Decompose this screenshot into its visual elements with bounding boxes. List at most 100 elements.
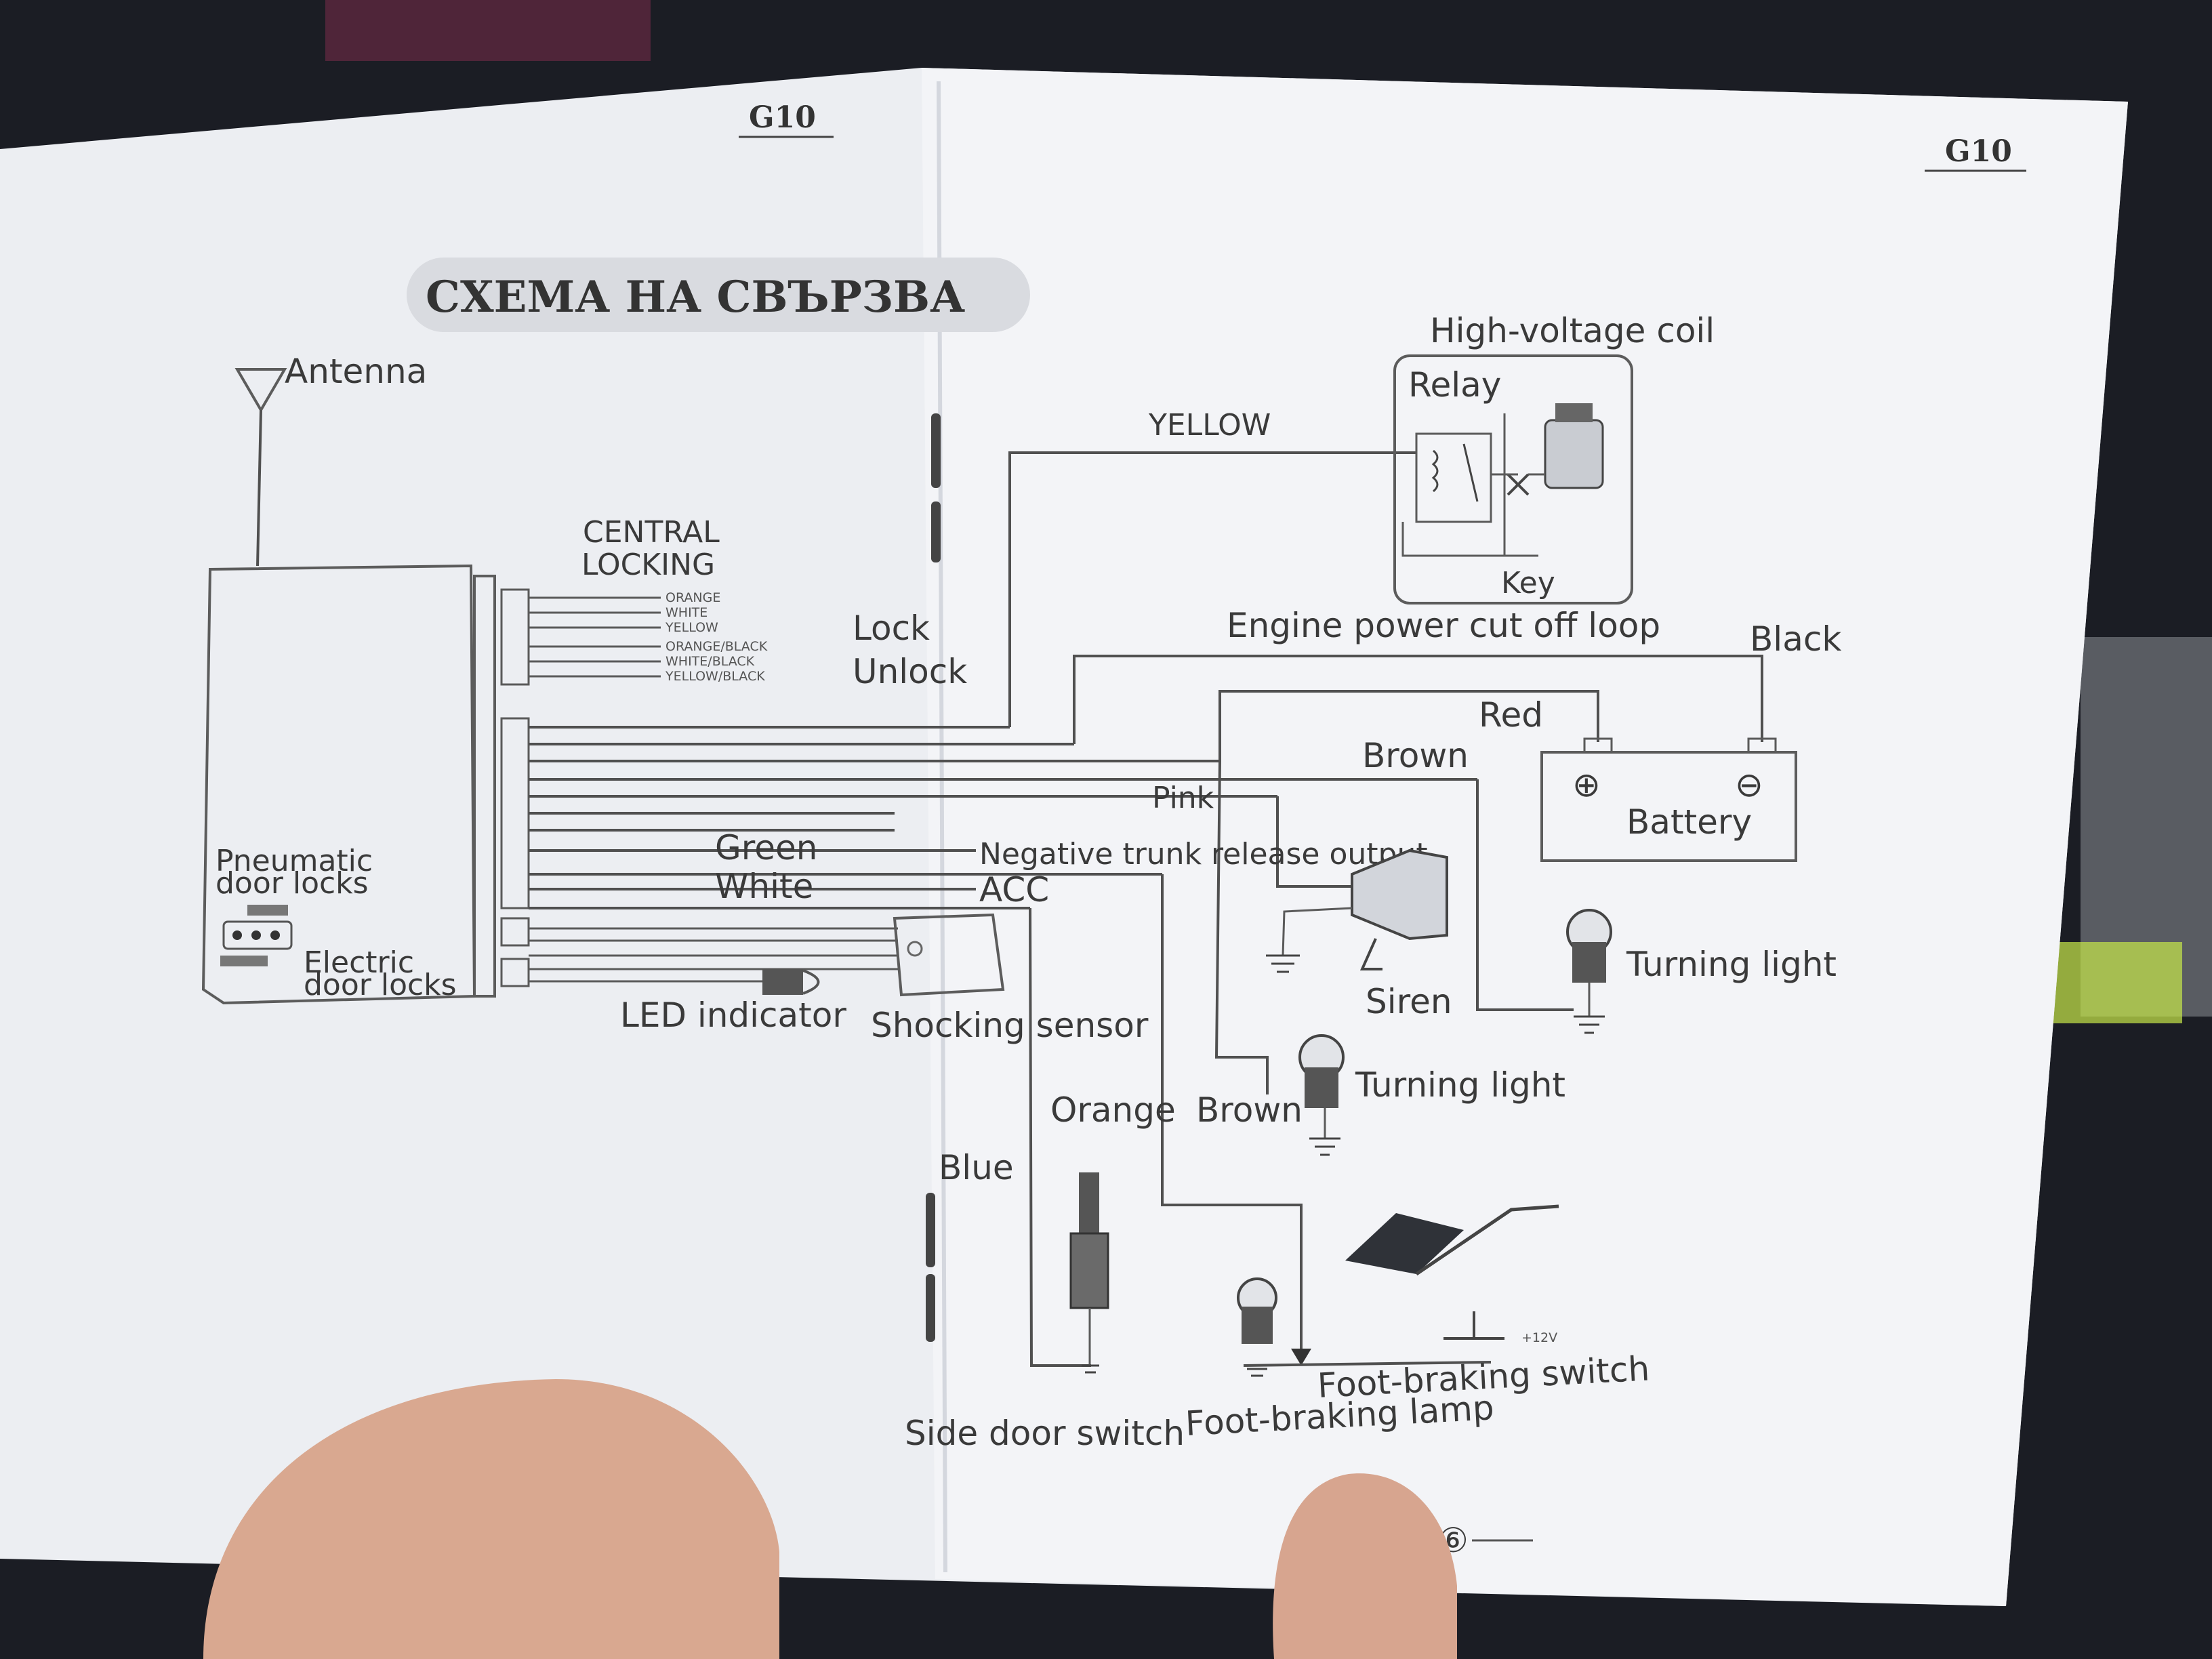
relay-body-icon [1415, 432, 1492, 523]
relay-switch-icon [1462, 443, 1479, 502]
wire-black-to-battery [1073, 655, 1763, 744]
brake-pedal-icon [1345, 1213, 1464, 1274]
foot-brake-wire [1243, 1361, 1492, 1367]
negative-trunk-label: Negative trunk release output [979, 837, 1428, 872]
green-label: Green [715, 828, 817, 867]
unlock-label: Unlock [853, 652, 967, 691]
battery-negative-terminal [1747, 737, 1777, 754]
header-left: G10 [749, 100, 816, 135]
led-indicator-icon [762, 969, 803, 995]
brown-top-label: Brown [1362, 736, 1469, 775]
turning-light-mid-base-icon [1305, 1067, 1338, 1108]
red-label: Red [1479, 695, 1543, 735]
ignition-coil-icon [1544, 419, 1604, 489]
side-door-switch-label: Side door switch [905, 1414, 1185, 1453]
siren-bracket-icon [1359, 938, 1382, 970]
central-locking-label-line2: LOCKING [581, 548, 715, 582]
wire-yellow-to-relay [1008, 451, 1416, 727]
lock-wire-label-2: WHITE [665, 605, 708, 620]
ignition-coil-top-icon [1555, 403, 1593, 422]
pneumatic-jumper-icon [247, 905, 288, 916]
relay-group-box [1393, 354, 1633, 605]
title-banner [407, 258, 1030, 332]
siren-label: Siren [1366, 982, 1452, 1021]
jumper-block [222, 920, 293, 950]
battery-positive-terminal [1583, 737, 1613, 754]
turning-light-mid-ground-icon [1309, 1137, 1340, 1156]
lock-wire-label-5: WHITE/BLACK [665, 654, 755, 669]
turning-light-right-base-icon [1572, 942, 1606, 983]
pneumatic-label-line1: Pneumatic [216, 844, 373, 878]
connector-sensor [500, 958, 530, 987]
foot-brake-lamp-ground-icon [1247, 1368, 1267, 1377]
door-switch-plunger-icon [1079, 1172, 1099, 1233]
control-unit-box [201, 564, 476, 1005]
shock-sensor-icon [893, 913, 1005, 997]
door-switch-icon [1069, 1232, 1109, 1309]
binding-staple-bottom-a [926, 1193, 935, 1267]
plus12-label: +12V [1521, 1330, 1557, 1345]
battery-minus-icon: ⊖ [1735, 765, 1763, 804]
wire-red-to-battery [1218, 690, 1599, 761]
key-label: Key [1501, 566, 1555, 600]
left-thumb [203, 1379, 779, 1659]
relay-coil-icon [1431, 449, 1439, 493]
background-note [2053, 942, 2182, 1023]
white-label: White [715, 867, 813, 906]
lock-wire-label-3: YELLOW [665, 620, 718, 635]
wire-orange-to-footbrake [1161, 874, 1303, 1362]
lock-wire-label-1: ORANGE [665, 590, 720, 605]
shock-sensor-label: Shocking sensor [871, 1006, 1149, 1045]
led-lens-icon [802, 969, 820, 995]
header-right: G10 [1945, 134, 2012, 169]
siren-ground-icon [1266, 954, 1300, 973]
control-unit-connector-strip [473, 575, 496, 998]
jumper-pin-3 [270, 930, 280, 940]
footbrake-arrow-icon [1291, 1349, 1311, 1366]
brake-pedal-arm-icon [1415, 1204, 1559, 1276]
electric-label-line1: Electric [304, 945, 414, 980]
background-cloth [325, 0, 651, 61]
binding-staple-top-b [931, 501, 941, 562]
relay-label: Relay [1408, 365, 1501, 405]
binding-staple-top-a [931, 413, 941, 488]
foot-brake-lamp-base-icon [1242, 1307, 1273, 1344]
lock-wire-label-6: YELLOW/BLACK [665, 669, 765, 684]
battery-box [1540, 751, 1797, 862]
electric-label-line2: door locks [304, 968, 457, 1002]
turning-light-right-ground-icon [1574, 1015, 1605, 1034]
wire-blue-to-door [1029, 907, 1091, 1367]
antenna-icon [234, 368, 287, 413]
pneumatic-label-line2: door locks [216, 866, 369, 901]
pink-label: Pink [1152, 781, 1214, 815]
lock-label: Lock [853, 609, 930, 648]
battery-plus-icon: ⊕ [1572, 765, 1601, 804]
connector-led [500, 917, 530, 947]
wire-brown-mid-turning [1214, 760, 1269, 1094]
black-label: Black [1750, 619, 1841, 659]
right-thumb [1273, 1473, 1457, 1659]
page-title: СХЕМА НА СВЪРЗВА [426, 272, 965, 323]
antenna-wire [256, 409, 262, 567]
battery-label: Battery [1626, 802, 1752, 842]
jumper-pin-2 [251, 930, 261, 940]
wire-brown-to-turning [1476, 779, 1574, 1011]
door-switch-ground-icon [1082, 1364, 1099, 1374]
acc-label: ACC [979, 870, 1049, 909]
yellow-label: YELLOW [1148, 408, 1271, 443]
blue-label: Blue [939, 1148, 1014, 1187]
high-voltage-coil-label: High-voltage coil [1430, 311, 1715, 350]
antenna-label: Antenna [285, 352, 427, 391]
brown-bottom-label: Brown [1196, 1090, 1303, 1130]
siren-icon [1351, 848, 1448, 941]
binding-staple-bottom-b [926, 1274, 935, 1342]
shock-sensor-screw [907, 941, 923, 957]
led-label: LED indicator [620, 996, 846, 1035]
relay-cut-icon [1507, 473, 1530, 496]
wire-pink-to-siren [1276, 796, 1352, 888]
jumper-pin-1 [232, 930, 242, 940]
engine-cut-label: Engine power cut off loop [1227, 606, 1660, 645]
connector-central-locking [500, 588, 530, 686]
turning-light-mid-label: Turning light [1355, 1065, 1565, 1105]
